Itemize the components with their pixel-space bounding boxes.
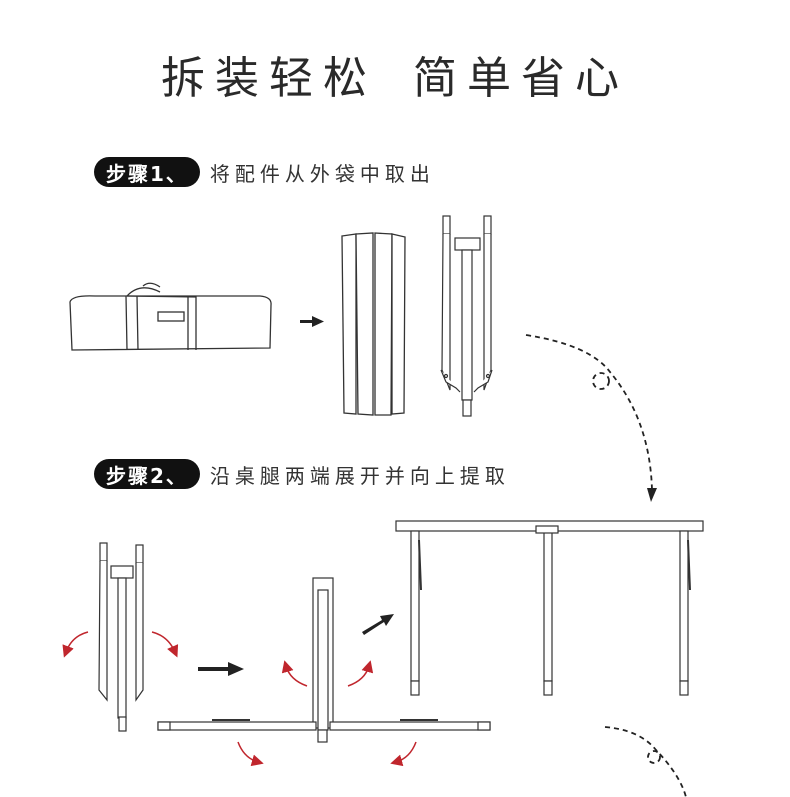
next-arrow-2 <box>198 662 244 676</box>
folded-legs-illustration-2 <box>98 542 144 732</box>
rotate-arrows-step2-middle <box>237 660 417 767</box>
step-1-heading: 步骤1、 将配件从外袋中取出 <box>94 157 435 187</box>
step-2-heading: 步骤2、 沿桌腿两端展开并向上提取 <box>94 459 510 489</box>
page-title: 拆装轻松简单省心 <box>0 42 790 106</box>
dashed-curve-arrow-2 <box>604 726 687 797</box>
dashed-curve-arrow-1 <box>525 334 653 491</box>
rotate-arrows-step2-left <box>62 631 179 658</box>
step-1-text: 将配件从外袋中取出 <box>209 161 435 186</box>
legs-unfolding-illustration <box>157 577 491 743</box>
step-2-badge: 步骤2、 <box>94 459 200 489</box>
next-arrow-1 <box>300 316 324 327</box>
title-part-1: 拆装轻松 <box>161 53 377 104</box>
step-1-badge: 步骤1、 <box>94 157 200 187</box>
assembled-frame-illustration <box>395 520 704 696</box>
dashed-arrow-head-1 <box>647 488 657 502</box>
next-arrow-3 <box>362 614 394 635</box>
folded-legs-illustration <box>440 215 493 417</box>
carry-bag-illustration <box>69 282 272 351</box>
folded-tabletop-illustration <box>341 232 406 416</box>
step-2-text: 沿桌腿两端展开并向上提取 <box>209 463 510 488</box>
title-part-2: 简单省心 <box>413 53 629 104</box>
